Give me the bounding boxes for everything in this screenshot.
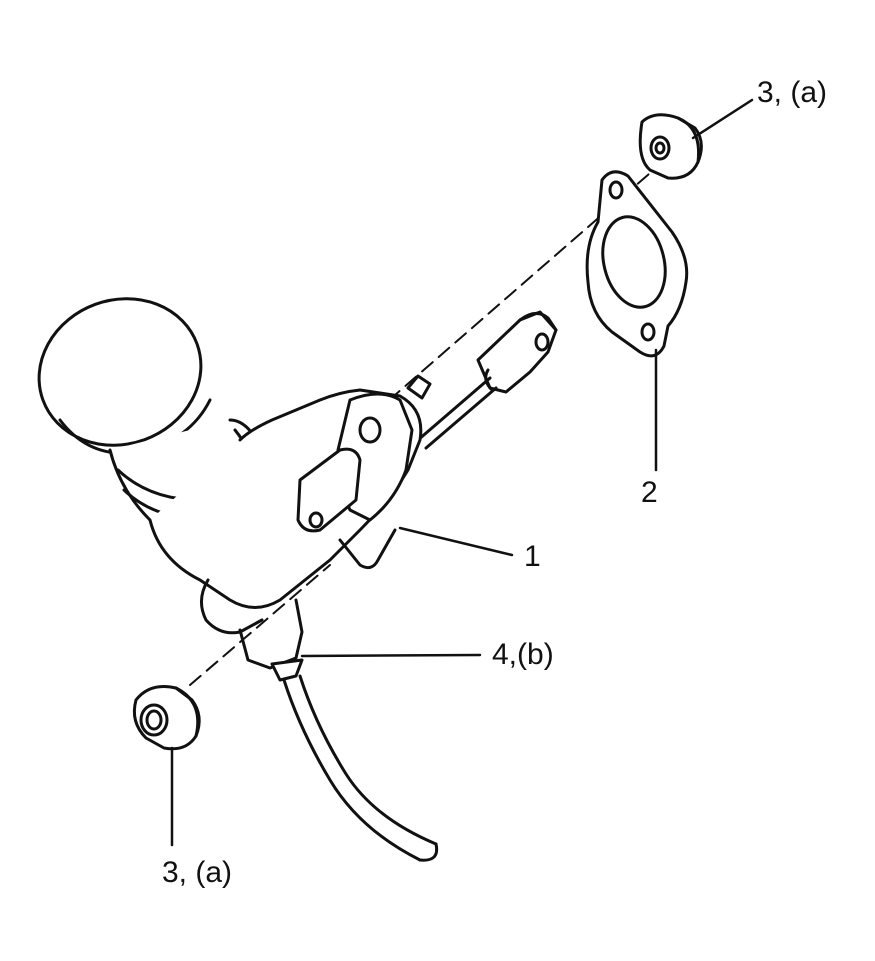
nut-top bbox=[638, 113, 703, 180]
label-nut-bottom: 3, (a) bbox=[162, 856, 233, 889]
gasket bbox=[585, 170, 689, 358]
leader-lines bbox=[170, 98, 754, 847]
nut-bottom bbox=[132, 685, 201, 751]
label-pipe-flare-nut: 4,(b) bbox=[492, 638, 554, 671]
pushrod-clevis bbox=[476, 310, 558, 394]
label-nut-top: 3, (a) bbox=[757, 76, 828, 109]
label-gasket: 2 bbox=[641, 476, 658, 509]
pushrod bbox=[406, 374, 498, 450]
brake-pipe bbox=[270, 658, 439, 862]
label-master-cylinder: 1 bbox=[524, 540, 541, 573]
cylinder-body bbox=[148, 388, 423, 670]
mounting-axis-lines bbox=[189, 159, 666, 686]
